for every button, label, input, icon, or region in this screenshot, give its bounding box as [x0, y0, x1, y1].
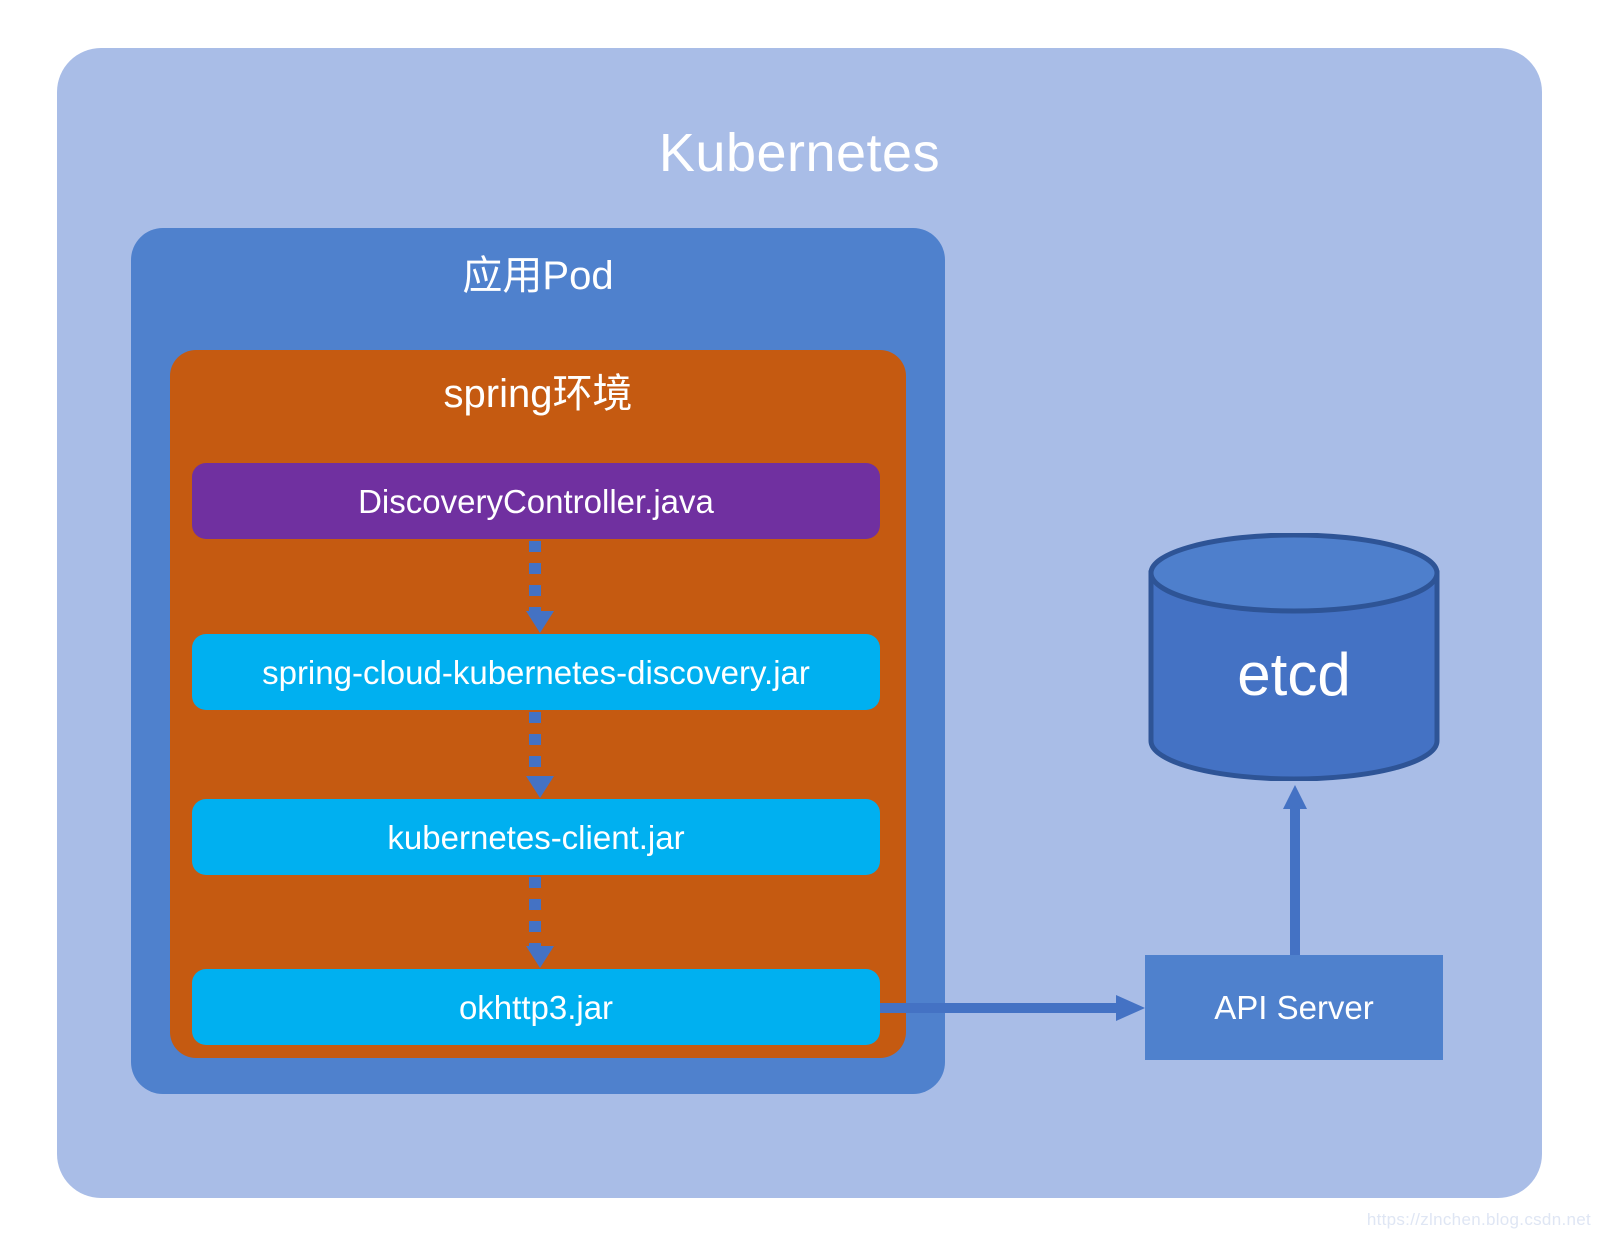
- cylinder-icon: [1148, 533, 1440, 781]
- component-spring-cloud-kubernetes-discovery-jar[interactable]: spring-cloud-kubernetes-discovery.jar: [192, 634, 880, 710]
- kubernetes-title: Kubernetes: [658, 123, 941, 183]
- api-server-label: API Server: [1214, 989, 1374, 1026]
- watermark: https://zlnchen.blog.csdn.net: [1366, 1210, 1591, 1229]
- component-label: spring-cloud-kubernetes-discovery.jar: [262, 653, 810, 691]
- component-kubernetes-client-jar[interactable]: kubernetes-client.jar: [192, 799, 880, 875]
- component-label: okhttp3.jar: [458, 988, 614, 1026]
- pod-title: 应用Pod: [462, 254, 614, 298]
- etcd-label: etcd: [1237, 641, 1351, 708]
- api-server-node[interactable]: API Server: [1145, 955, 1443, 1060]
- component-label: DiscoveryController.java: [358, 482, 714, 520]
- etcd-datastore[interactable]: etcd: [1148, 533, 1440, 781]
- component-okhttp3-jar[interactable]: okhttp3.jar: [192, 969, 880, 1045]
- component-discovery-controller[interactable]: DiscoveryController.java: [192, 463, 880, 539]
- spring-environment-title: spring环境: [443, 372, 633, 416]
- component-label: kubernetes-client.jar: [387, 818, 685, 856]
